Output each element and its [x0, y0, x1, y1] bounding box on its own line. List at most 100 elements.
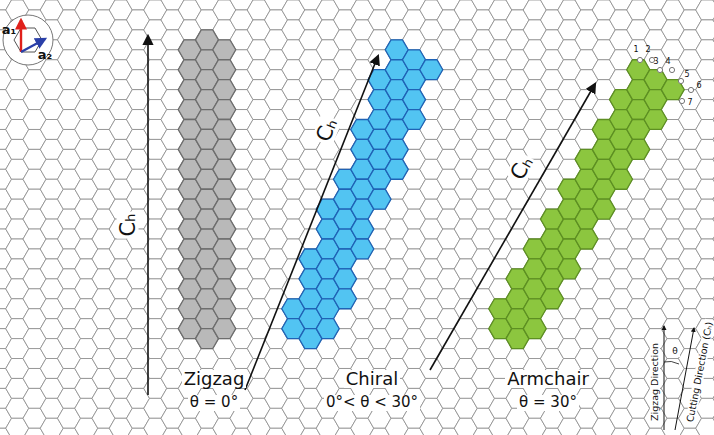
lattice-hexagon	[213, 299, 236, 319]
nanotube-strips	[178, 30, 684, 349]
strip-hexagon	[403, 90, 426, 110]
strip-hexagon	[523, 319, 546, 339]
angle-label: 0°< θ < 30°	[324, 395, 420, 411]
lattice-hexagon	[713, 110, 714, 130]
lattice-hexagon	[696, 40, 714, 60]
ch-arrow	[147, 36, 149, 395]
lattice-hexagon	[213, 159, 236, 179]
armchair-strip	[489, 60, 685, 349]
strip-hexagon	[213, 60, 236, 80]
lattice-hexagon	[713, 10, 714, 30]
lattice-hexagon	[713, 408, 714, 428]
atom-marker	[669, 67, 674, 72]
lattice-hexagon	[696, 259, 714, 279]
lattice-hexagon	[403, 110, 426, 130]
lattice-hexagon	[713, 129, 714, 149]
lattice-hexagon	[610, 169, 633, 189]
strip-hexagon	[213, 40, 236, 60]
lattice-hexagon	[385, 159, 408, 179]
angle-label: θ = 0°	[188, 395, 240, 411]
strip-hexagon	[213, 159, 236, 179]
lattice-hexagon	[713, 229, 714, 249]
type-name: Armchair	[505, 370, 591, 389]
lattice-hexagon	[696, 159, 714, 179]
callout-number: 1	[633, 46, 638, 54]
lattice-hexagon	[403, 90, 426, 110]
lattice-hexagon	[696, 299, 714, 319]
lattice-hexagon	[713, 0, 714, 10]
lattice-hexagon	[696, 80, 714, 100]
atom-marker	[678, 78, 683, 83]
ch-arrow	[245, 56, 378, 390]
lattice-hexagon	[644, 110, 667, 130]
lattice-hexagon	[713, 50, 714, 70]
lattice-hexagon	[713, 329, 714, 349]
lattice-hexagon	[541, 289, 564, 309]
strip-hexagon	[213, 239, 236, 259]
atom-marker	[657, 67, 662, 72]
strip-hexagon	[403, 110, 426, 130]
numbered-atom-markers	[637, 57, 693, 103]
zigzag-direction-arrow	[664, 326, 665, 430]
lattice-hexagon	[713, 368, 714, 388]
chiral-strip	[282, 40, 443, 349]
lattice-hexagon	[213, 319, 236, 339]
lattice-hexagon	[696, 219, 714, 239]
zigzag-strip	[178, 30, 236, 349]
angle-arc	[664, 361, 679, 364]
lattice-hexagon	[713, 428, 714, 435]
strip-hexagon	[644, 110, 667, 130]
type-name: Zigzag	[182, 370, 247, 389]
lattice-hexagon	[696, 418, 714, 435]
strip-hexagon	[213, 199, 236, 219]
type-name: Chiral	[344, 370, 400, 389]
strip-hexagon	[334, 289, 357, 309]
strip-hexagon	[334, 269, 357, 289]
lattice-hexagon	[213, 60, 236, 80]
lattice-hexagon	[213, 219, 236, 239]
lattice-hexagon	[334, 289, 357, 309]
lattice-hexagon	[713, 269, 714, 289]
strip-hexagon	[385, 139, 408, 159]
strip-hexagon	[368, 189, 391, 209]
strip-hexagon	[316, 319, 339, 339]
lattice-hexagon	[213, 279, 236, 299]
lattice-hexagon	[713, 70, 714, 90]
lattice-hexagon	[696, 100, 714, 120]
lattice-hexagon	[213, 199, 236, 219]
lattice-hexagon	[316, 319, 339, 339]
strip-hexagon	[213, 319, 236, 339]
lattice-hexagon	[696, 120, 714, 140]
strip-hexagon	[592, 199, 615, 219]
strip-hexagon	[213, 179, 236, 199]
lattice-hexagon	[696, 60, 714, 80]
lattice-hexagon	[713, 349, 714, 369]
direction-label: Zigzag Direction	[650, 341, 660, 423]
strip-hexagon	[385, 159, 408, 179]
callout-number: 5	[684, 71, 689, 79]
lattice-hexagon	[713, 30, 714, 50]
lattice-hexagon	[696, 20, 714, 40]
callout-number: 7	[687, 99, 692, 107]
lattice-hexagon	[213, 179, 236, 199]
strip-hexagon	[541, 289, 564, 309]
lattice-hexagon	[351, 219, 374, 239]
lattice-hexagon	[213, 80, 236, 100]
lattice-hexagon	[713, 289, 714, 309]
vector-label: a₂	[38, 48, 52, 62]
angle-label: θ = 30°	[517, 395, 579, 411]
ch-arrow	[430, 84, 595, 370]
strip-hexagon	[558, 259, 581, 279]
lattice-hexagon	[696, 139, 714, 159]
lattice-hexagon	[696, 279, 714, 299]
lattice-hexagon	[713, 90, 714, 110]
lattice-hexagon	[592, 199, 615, 219]
chiral-vector-label: Cₕ	[117, 211, 139, 238]
lattice-hexagon	[696, 0, 714, 20]
callout-number: 2	[645, 46, 650, 54]
lattice-hexagon	[523, 319, 546, 339]
strip-hexagon	[351, 219, 374, 239]
lattice-hexagon	[575, 229, 598, 249]
lattice-hexagon	[368, 189, 391, 209]
